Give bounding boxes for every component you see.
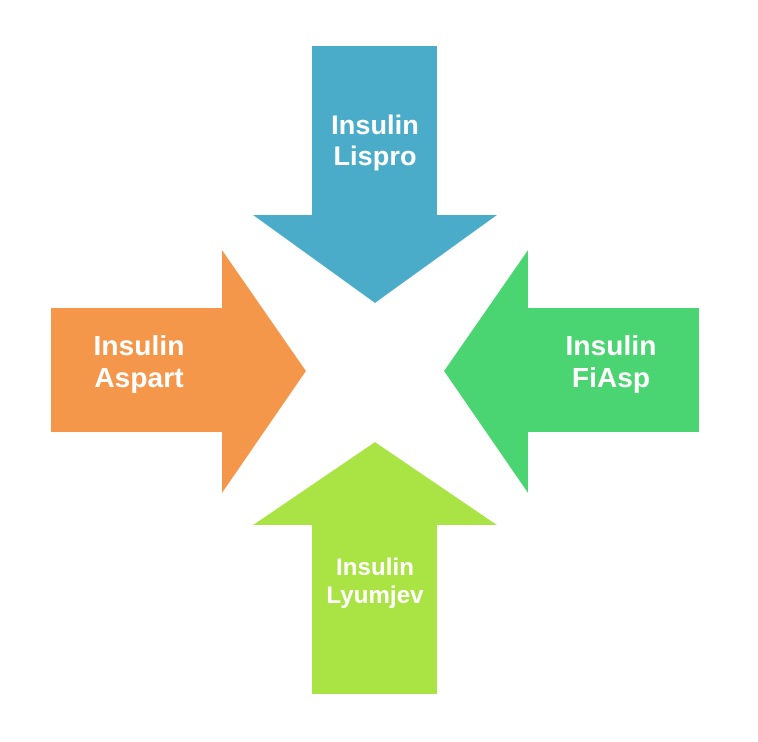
arrow-left-insulin-aspart[interactable] — [51, 250, 306, 493]
arrow-bottom-insulin-lyumjev[interactable] — [253, 442, 497, 694]
arrow-top-insulin-lispro[interactable] — [253, 46, 497, 303]
arrow-right-insulin-fiasp[interactable] — [444, 250, 699, 493]
